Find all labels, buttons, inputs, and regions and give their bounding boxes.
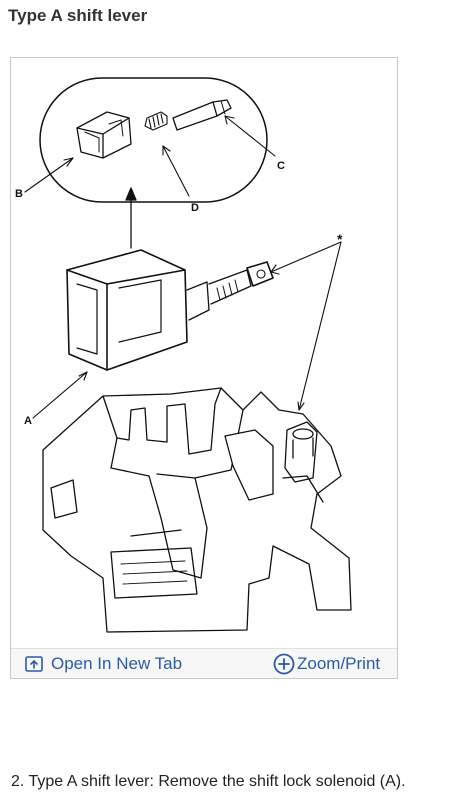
callout-leaders-main xyxy=(32,241,342,419)
open-in-new-tab-button[interactable]: Open In New Tab xyxy=(25,653,182,675)
shift-lever-diagram[interactable]: B D C * A xyxy=(11,58,397,648)
exploded-view-bubble xyxy=(39,77,268,203)
callout-a: A xyxy=(24,415,32,427)
step-instruction: 2. Type A shift lever: Remove the shift … xyxy=(11,773,406,790)
callout-d: D xyxy=(191,202,199,214)
explode-arrow xyxy=(125,187,137,249)
figure-card: B D C * A Open In New Tab Zoom/Print xyxy=(10,57,398,679)
callout-c: C xyxy=(277,160,285,172)
zoom-plus-icon xyxy=(273,653,295,675)
section-heading: Type A shift lever xyxy=(8,6,148,25)
shift-lever-body xyxy=(42,387,352,633)
callout-b: B xyxy=(15,188,23,200)
open-in-new-tab-label: Open In New Tab xyxy=(51,654,183,673)
spring-d xyxy=(144,111,168,131)
figure-toolbar: Open In New Tab Zoom/Print xyxy=(11,648,397,678)
callout-leaders-bubble xyxy=(24,115,276,197)
zoom-print-label: Zoom/Print xyxy=(297,654,381,673)
main-solenoid-a xyxy=(66,249,274,371)
plunger-c xyxy=(172,99,232,131)
zoom-print-button[interactable]: Zoom/Print xyxy=(273,653,380,675)
open-new-tab-icon xyxy=(25,656,43,672)
callout-star: * xyxy=(337,231,343,247)
small-solenoid-housing xyxy=(76,111,132,159)
